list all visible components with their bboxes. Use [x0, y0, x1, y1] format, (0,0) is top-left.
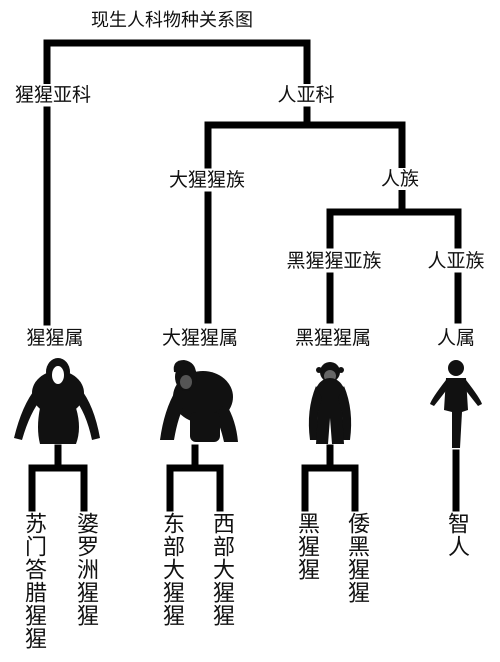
- diagram-title: 现生人科物种关系图: [89, 10, 255, 32]
- species-bonobo: 倭黑猩猩: [344, 512, 369, 604]
- node-homininae: 人亚科: [275, 84, 337, 106]
- species-sumatran-orangutan: 苏门答腊猩猩: [21, 512, 46, 650]
- species-human: 智人: [444, 512, 469, 558]
- connector-lines: [28, 39, 462, 512]
- species-western-gorilla: 西部大猩猩: [209, 512, 234, 627]
- human-icon: [430, 360, 482, 448]
- chimpanzee-icon: [308, 362, 352, 444]
- node-orangutan-subfamily: 猩猩亚科: [12, 84, 94, 106]
- gorilla-icon: [160, 360, 238, 442]
- node-hominina: 人亚族: [425, 250, 487, 272]
- node-hominini: 人族: [378, 168, 422, 190]
- genus-pan: 黑猩猩属: [292, 327, 374, 349]
- orangutan-icon: [14, 358, 100, 444]
- species-bornean-orangutan: 婆罗洲猩猩: [73, 512, 98, 627]
- node-gorillini: 大猩猩族: [166, 169, 248, 191]
- genus-gorilla: 大猩猩属: [159, 327, 241, 349]
- node-panina: 黑猩猩亚族: [284, 250, 384, 272]
- genus-pongo: 猩猩属: [24, 327, 86, 349]
- species-chimpanzee: 黑猩猩: [294, 512, 319, 581]
- species-eastern-gorilla: 东部大猩猩: [159, 512, 184, 627]
- genus-homo: 人属: [434, 327, 478, 349]
